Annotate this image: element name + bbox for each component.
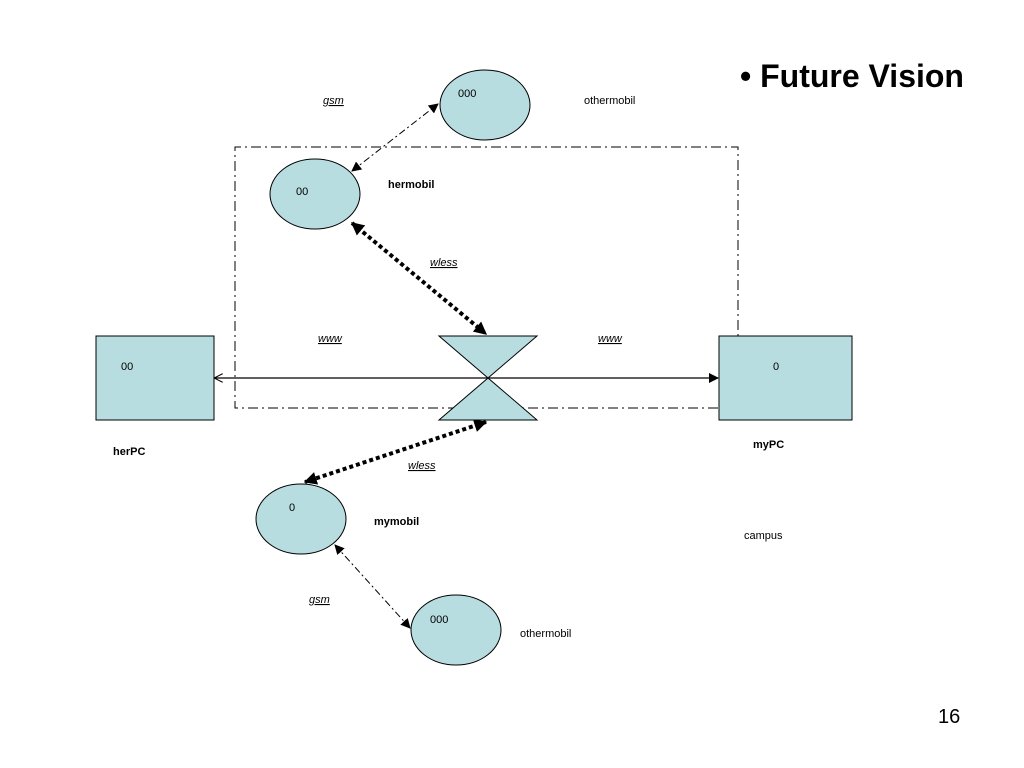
- www-label-right: www: [598, 333, 623, 345]
- my-mobil-label: mymobil: [374, 516, 419, 528]
- gsm-link-top: [351, 103, 439, 172]
- gsm-label-top: gsm: [323, 95, 344, 107]
- wless-link-top: [350, 221, 488, 336]
- slide-title: • Future Vision: [740, 58, 964, 94]
- wless-label-bottom: wless: [408, 460, 436, 472]
- her-pc-value: 00: [121, 361, 133, 373]
- her-mobil-label: hermobil: [388, 179, 434, 191]
- other-mobil-top-node: [439, 69, 531, 141]
- wless-label-top: wless: [430, 257, 458, 269]
- her-mobil-node: [269, 158, 361, 230]
- other-mobil-top-value: 000: [458, 88, 476, 100]
- her-pc-node: [95, 335, 215, 421]
- page-number: 16: [938, 706, 961, 728]
- my-mobil-value: 0: [289, 502, 295, 514]
- www-label-left: www: [318, 333, 343, 345]
- her-pc-label: herPC: [113, 446, 145, 458]
- other-mobil-bottom-node: [410, 594, 502, 666]
- my-pc-value: 0: [773, 361, 779, 373]
- other-mobil-bottom-value: 000: [430, 614, 448, 626]
- wless-link-bottom: [303, 419, 488, 485]
- gsm-label-bottom: gsm: [309, 594, 330, 606]
- her-mobil-value: 00: [296, 186, 308, 198]
- my-mobil-node: [255, 483, 347, 555]
- other-mobil-bottom-label: othermobil: [520, 628, 571, 640]
- hub-node: [437, 335, 539, 421]
- my-pc-label: myPC: [753, 439, 784, 451]
- gsm-link-bottom: [334, 544, 411, 629]
- other-mobil-top-label: othermobil: [584, 95, 635, 107]
- campus-label: campus: [744, 530, 783, 542]
- my-pc-node: [718, 335, 853, 421]
- campus-boundary: [234, 146, 739, 409]
